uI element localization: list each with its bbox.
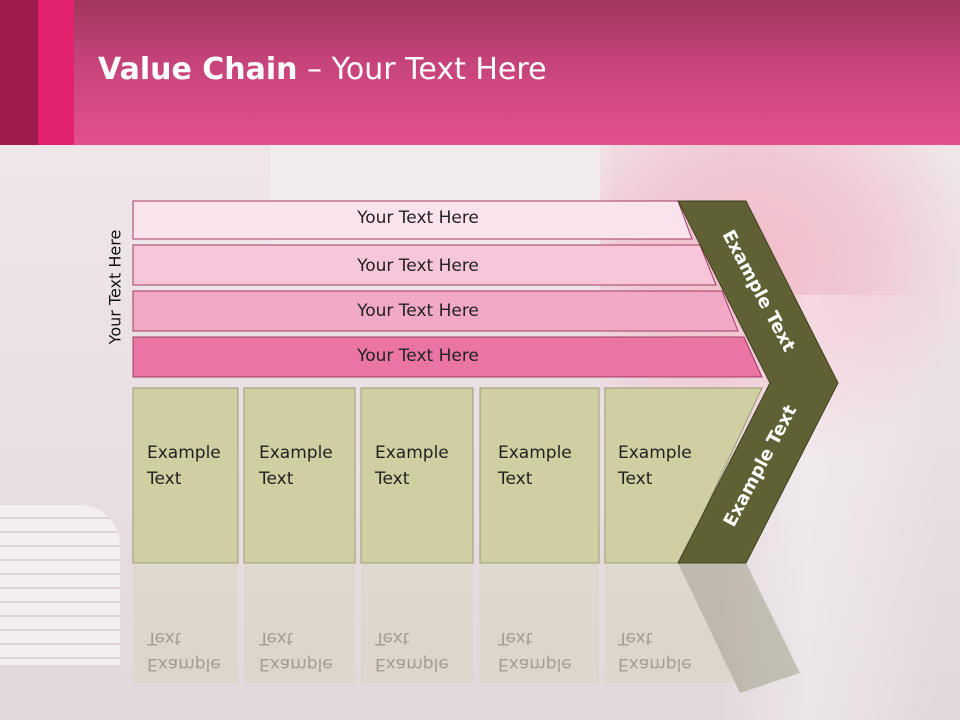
row-band-2[interactable] bbox=[132, 244, 717, 286]
activity-box-4[interactable] bbox=[479, 387, 600, 564]
reflection-shapes bbox=[133, 563, 800, 693]
row-label-4: Your Text Here bbox=[357, 346, 479, 366]
row-label-1: Your Text Here bbox=[357, 208, 479, 228]
row-band-3[interactable] bbox=[132, 290, 739, 332]
title-bar: Value Chain – Your Text Here bbox=[0, 0, 960, 145]
title-accent-dark bbox=[0, 0, 38, 145]
title-accent-bright bbox=[38, 0, 74, 145]
row-band-4[interactable] bbox=[132, 336, 763, 378]
row-label-2: Your Text Here bbox=[357, 256, 479, 276]
stacked-plates bbox=[0, 505, 120, 665]
activity-box-1[interactable] bbox=[132, 387, 239, 564]
row-band-1[interactable] bbox=[132, 200, 693, 240]
activity-box-3[interactable] bbox=[360, 387, 474, 564]
activity-box-2[interactable] bbox=[243, 387, 356, 564]
title-rest: – Your Text Here bbox=[297, 52, 547, 87]
margin-chevron[interactable] bbox=[677, 200, 839, 564]
title-bold: Value Chain bbox=[98, 52, 298, 87]
row-label-3: Your Text Here bbox=[357, 301, 479, 321]
slide-title: Value Chain – Your Text Here bbox=[98, 52, 547, 87]
